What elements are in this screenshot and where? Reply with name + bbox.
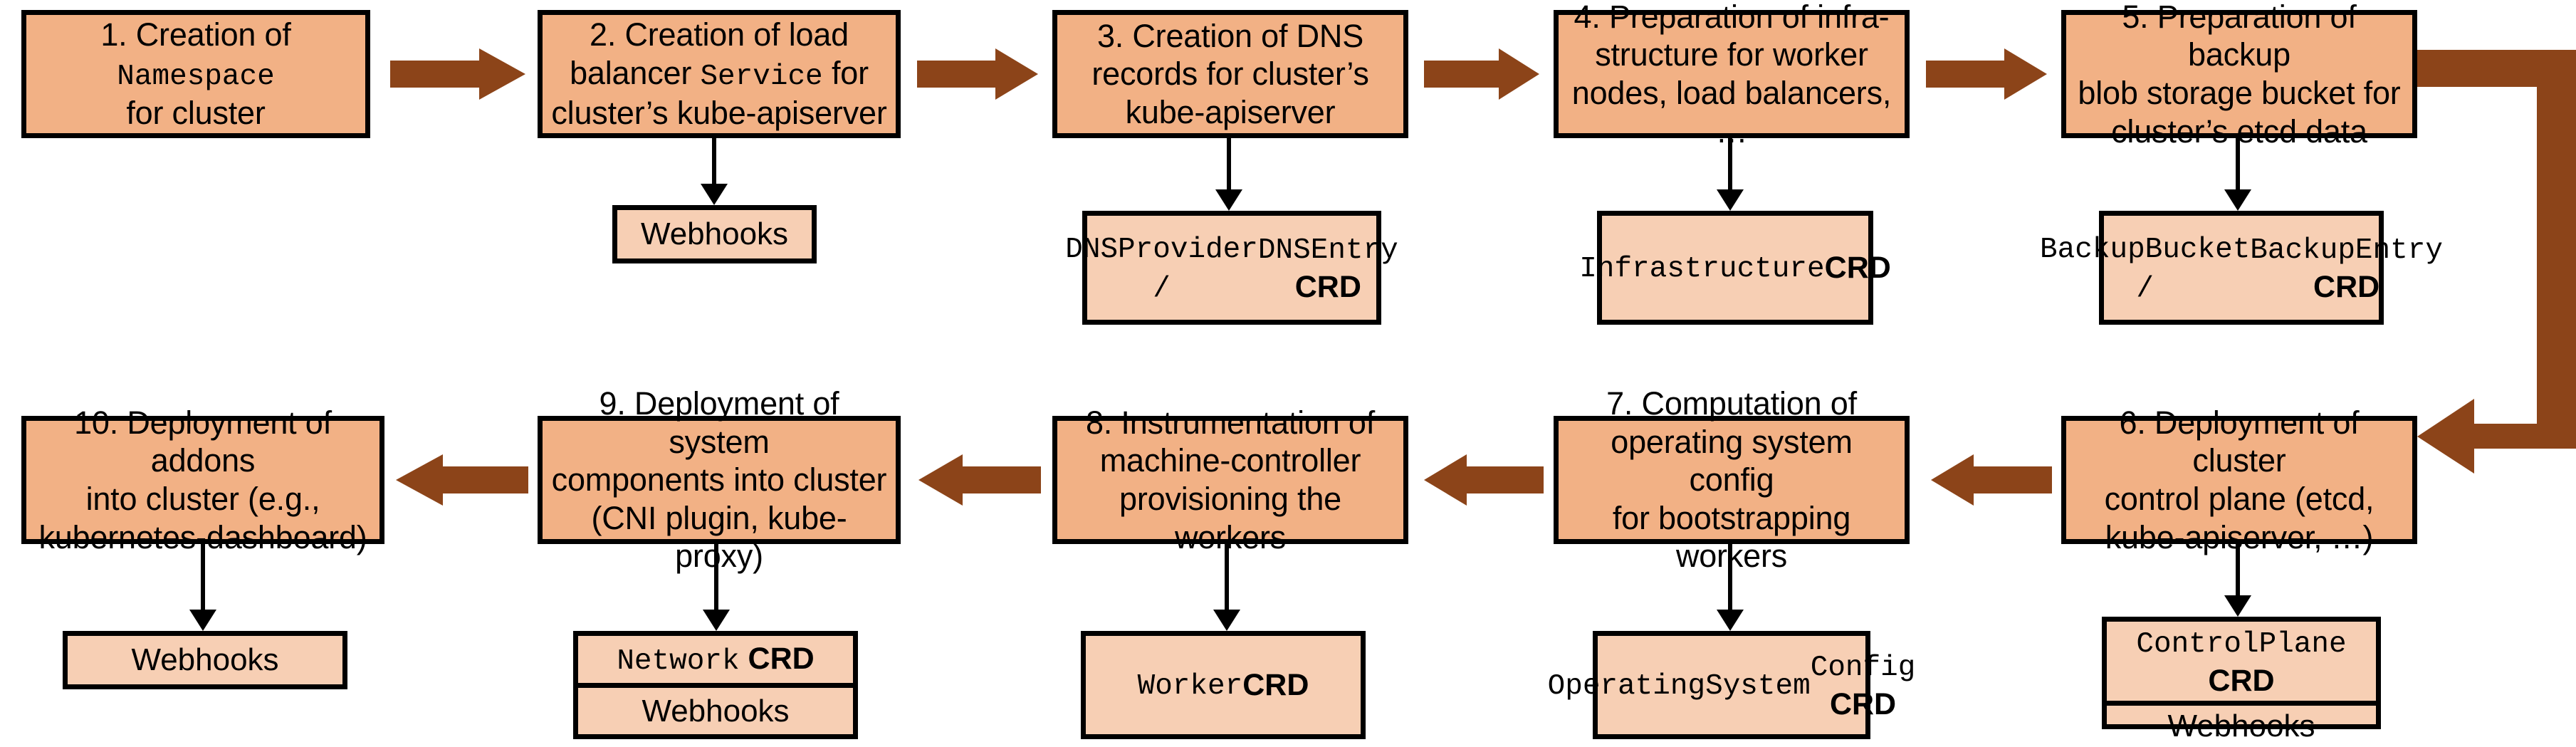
flow-arrow-7-to-8	[1424, 454, 1544, 506]
artifact-box-step5[interactable]: BackupBucket /BackupEntry CRD	[2040, 211, 2443, 325]
artifact-cell-webhooks: Webhooks	[2107, 701, 2376, 747]
artifact-cell: DNSProvider /DNSEntry CRD	[1065, 233, 1398, 305]
connector-line-step7	[1728, 544, 1732, 614]
connector-line-step5	[2236, 138, 2240, 194]
artifact-cell-crd: ControlPlane CRD	[2136, 628, 2347, 699]
artifact-box-step6[interactable]: ControlPlane CRD Webhooks	[2102, 617, 2381, 743]
flow-arrow-3-to-4	[1424, 48, 1539, 100]
artifact-cell: Webhooks	[131, 642, 279, 678]
connector-head-step2	[701, 184, 728, 205]
connector-line-step4	[1728, 138, 1732, 194]
flow-arrow-4-to-5	[1926, 48, 2047, 100]
flow-arrow-1-to-2	[390, 48, 525, 100]
connector-line-step3	[1227, 138, 1231, 194]
connector-line-step10	[201, 544, 205, 614]
flow-arrow-5-to-6-wrap	[2417, 50, 2576, 498]
flow-arrow-2-to-3	[917, 48, 1038, 100]
connector-line-step9	[714, 544, 718, 614]
connector-head-step4	[1717, 189, 1744, 211]
connector-line-step8	[1225, 544, 1229, 614]
artifact-box-step10[interactable]: Webhooks	[63, 631, 347, 689]
connector-line-step2	[712, 138, 716, 188]
artifact-cell-webhooks: Webhooks	[578, 683, 853, 734]
flow-arrow-9-to-10	[396, 454, 528, 506]
connector-head-step10	[189, 610, 216, 631]
connector-head-step7	[1717, 610, 1744, 631]
artifact-box-step3[interactable]: DNSProvider /DNSEntry CRD	[1065, 211, 1398, 325]
step-4-text: 4. Preparation of infra-structure for wo…	[1571, 0, 1892, 150]
connector-head-step3	[1215, 189, 1242, 211]
connector-head-step5	[2224, 189, 2251, 211]
connector-line-step6	[2236, 544, 2240, 600]
artifact-cell: Webhooks	[640, 216, 789, 252]
artifact-cell-crd: Network CRD	[617, 641, 815, 678]
connector-head-step8	[1213, 610, 1240, 631]
artifact-cell: BackupBucket /BackupEntry CRD	[2040, 233, 2443, 305]
step-box-4[interactable]: 4. Preparation of infra-structure for wo…	[1554, 0, 1910, 150]
connector-head-step9	[703, 610, 730, 631]
flow-arrow-6-to-7	[1931, 454, 2052, 506]
artifact-box-step9[interactable]: Network CRD Webhooks	[573, 631, 858, 739]
artifact-box-step2[interactable]: Webhooks	[612, 205, 817, 263]
flow-arrow-8-to-9	[918, 454, 1041, 506]
connector-head-step6	[2224, 595, 2251, 617]
